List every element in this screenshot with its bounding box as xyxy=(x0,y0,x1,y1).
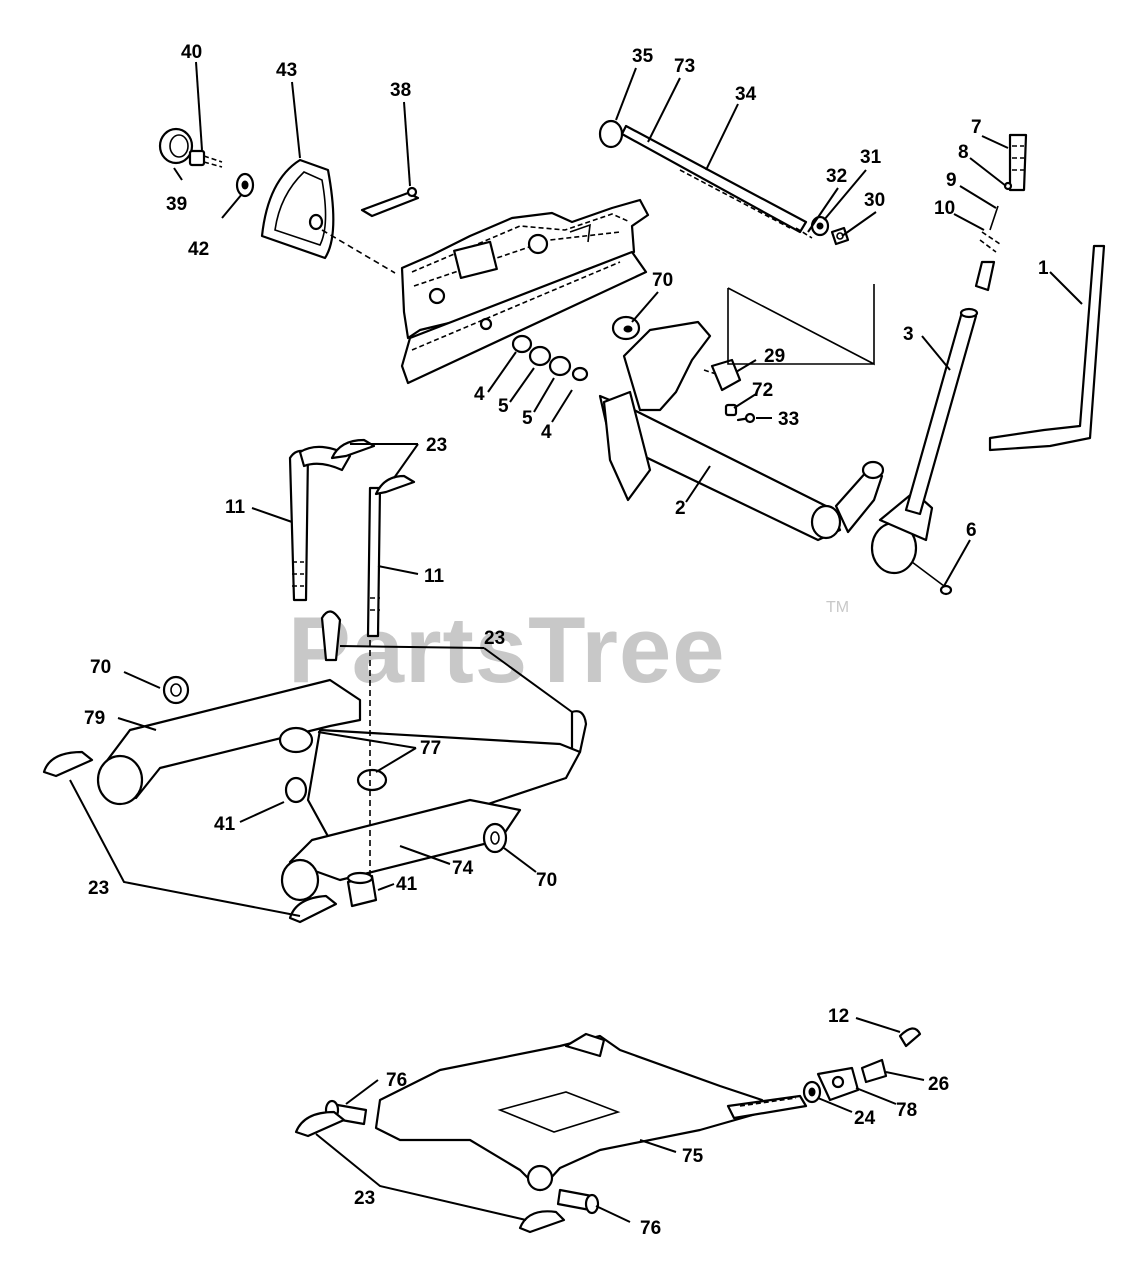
callout-11-left: 11 xyxy=(225,497,246,518)
callout-12: 12 xyxy=(828,1006,849,1027)
callout-75: 75 xyxy=(682,1146,704,1167)
callout-74: 74 xyxy=(452,858,474,879)
callout-33: 33 xyxy=(778,409,799,430)
callout-30: 30 xyxy=(864,190,885,211)
callout-7: 7 xyxy=(971,117,982,138)
callout-79: 79 xyxy=(84,708,105,729)
part-2-lift-shaft xyxy=(598,320,953,596)
callout-4-right: 4 xyxy=(541,422,552,443)
callout-32: 32 xyxy=(826,166,847,187)
part-79-74-lift-frame xyxy=(96,640,582,902)
callout-41-right: 41 xyxy=(396,874,418,895)
callout-29: 29 xyxy=(764,346,785,367)
part-23-clips-bottom xyxy=(294,1110,566,1234)
part-41-bushing xyxy=(346,871,378,908)
callout-42: 42 xyxy=(188,239,209,260)
callout-23-lower-left: 23 xyxy=(88,878,109,899)
callout-26: 26 xyxy=(928,1074,949,1095)
part-4-5-spacers xyxy=(511,334,589,382)
callout-2: 2 xyxy=(675,498,686,519)
callout-76-bottom: 76 xyxy=(640,1218,661,1239)
callout-43: 43 xyxy=(276,60,297,81)
callout-23-middle: 23 xyxy=(484,628,505,649)
callout-11-right: 11 xyxy=(424,566,445,587)
callout-72: 72 xyxy=(752,380,773,401)
callout-3: 3 xyxy=(903,324,914,345)
part-24-78-26-fittings xyxy=(802,1027,922,1104)
part-42-washer xyxy=(235,172,255,198)
part-23-clips-top xyxy=(42,438,588,924)
callout-labels: 40 43 38 39 42 35 73 34 32 31 30 7 8 9 1… xyxy=(84,42,1049,1239)
callout-23-top: 23 xyxy=(426,435,447,456)
callout-1: 1 xyxy=(1038,258,1049,279)
callout-70-lower: 70 xyxy=(536,870,557,891)
callout-35: 35 xyxy=(632,46,654,67)
callout-31: 31 xyxy=(860,147,882,168)
callout-73: 73 xyxy=(674,56,695,77)
part-38-clip xyxy=(360,186,420,218)
part-40-bolt xyxy=(188,149,223,168)
callout-34: 34 xyxy=(735,84,757,105)
part-70-grommets-lower xyxy=(162,675,508,854)
callout-10: 10 xyxy=(934,198,955,219)
watermark-text: PartsTree xyxy=(288,597,726,702)
part-29-33-fittings xyxy=(703,284,875,424)
part-43-guide-plate xyxy=(260,158,396,274)
callout-5-right: 5 xyxy=(522,408,533,429)
part-7-10-knob-spring xyxy=(979,133,1028,253)
callout-5-left: 5 xyxy=(498,396,509,417)
callout-4-left: 4 xyxy=(474,384,485,405)
callout-39: 39 xyxy=(166,194,187,215)
callout-70-left: 70 xyxy=(90,657,111,678)
part-39-cap xyxy=(158,127,194,165)
lift-bracket-plate xyxy=(400,198,650,385)
part-34-adjust-rod xyxy=(598,119,808,234)
part-70-grommet-top xyxy=(611,315,641,341)
callout-70-top: 70 xyxy=(652,270,673,291)
callout-6: 6 xyxy=(966,520,977,541)
callout-40: 40 xyxy=(181,42,202,63)
part-1-rod xyxy=(988,244,1106,452)
callout-9: 9 xyxy=(946,170,957,191)
callout-41-left: 41 xyxy=(214,814,236,835)
callout-8: 8 xyxy=(958,142,969,163)
callout-76-top: 76 xyxy=(386,1070,407,1091)
callout-38: 38 xyxy=(390,80,411,101)
callout-23-bottom: 23 xyxy=(354,1188,375,1209)
callout-24: 24 xyxy=(854,1108,876,1129)
part-75-deck-frame xyxy=(374,1032,808,1192)
callout-77: 77 xyxy=(420,738,441,759)
leader-lines xyxy=(69,61,1083,1223)
part-3-lift-handle xyxy=(904,260,996,516)
watermark-trademark: TM xyxy=(826,599,849,616)
callout-78: 78 xyxy=(896,1100,917,1121)
